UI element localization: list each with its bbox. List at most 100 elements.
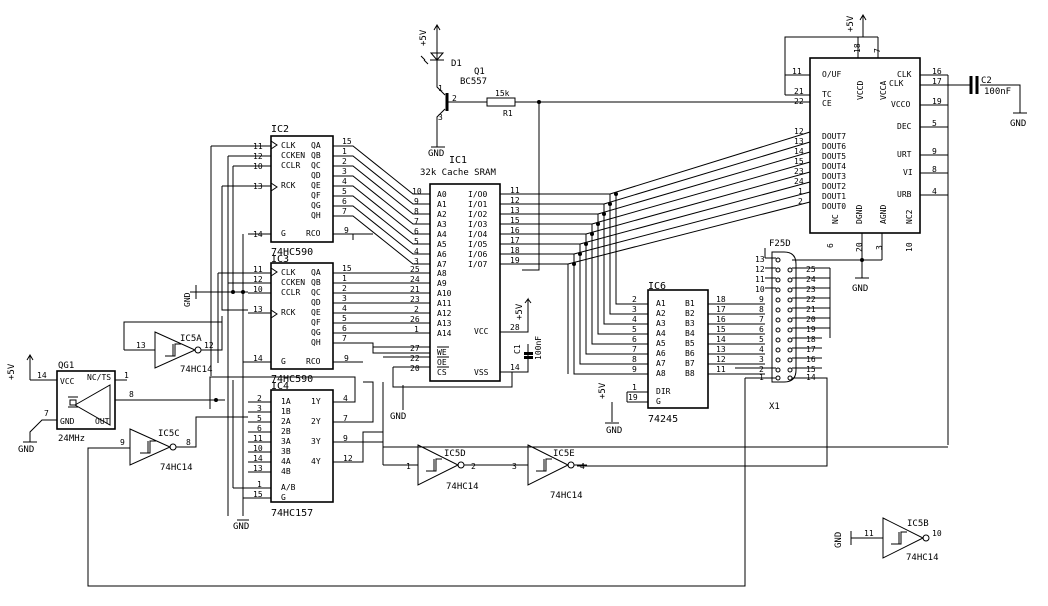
ic6-b-nums: 18 17 16 15 14 13 12 11: [716, 295, 726, 374]
dac-num-20: 20: [855, 242, 864, 252]
ic4-num-6: 6: [257, 424, 262, 433]
qg1-num-7: 7: [44, 409, 49, 418]
dac-pin-vcco: VCCO: [891, 100, 910, 109]
dac-right-nums: 16 17 19 5 9 8 4: [932, 67, 942, 196]
ic6-pin-a1: A1: [656, 299, 666, 308]
ic1-num-io7: 19: [510, 256, 520, 265]
q1-type: BC557: [460, 77, 487, 87]
ic4-pin-1b: 1B: [281, 407, 291, 416]
dac-body: [809, 57, 921, 234]
dac-num-15: 15: [794, 157, 804, 166]
ic6-num-9: 9: [632, 365, 637, 374]
vcc-qg1-label: +5V: [7, 363, 17, 380]
ic1-num-cs: 20: [410, 364, 420, 373]
ic4-num-10: 10: [253, 444, 263, 453]
ic2-pin-qa: QA: [311, 141, 321, 150]
ic4-num-15: 15: [253, 490, 263, 499]
dac-num-24: 24: [794, 177, 804, 186]
ic3-num-12: 12: [253, 275, 263, 284]
ic1-pin-io3: I/O3: [468, 220, 487, 229]
ic2-pin-g: G: [281, 229, 286, 238]
ic6-body: [647, 289, 709, 409]
ic5b-inverter: IC5B 74HC14 11 10 GND: [834, 517, 942, 563]
ic4-pin-1y: 1Y: [311, 397, 321, 406]
ic6-num-14: 14: [716, 335, 726, 344]
ic1-pin-we: WE: [437, 348, 447, 357]
ic2-pin-qf: QF: [311, 191, 321, 200]
dac-pin-urt: URT: [897, 150, 912, 159]
ic3-num-3: 3: [342, 294, 347, 303]
qg1-pin-ncts: NC/TS: [87, 373, 111, 382]
conn-l8: 8: [759, 305, 764, 314]
conn-r21: 21: [806, 305, 816, 314]
ic5d-inverter: IC5D 74HC14 1 2: [382, 382, 528, 492]
ic3-pin-qc: QC: [311, 288, 321, 297]
ic1-num-io1: 12: [510, 196, 520, 205]
dac-pin-tc: TC: [822, 90, 832, 99]
ic1-num-a0: 10: [412, 187, 422, 196]
dac-num-6: 6: [826, 243, 835, 248]
ic1-num-a7: 3: [414, 257, 419, 266]
ic2-pin-qd: QD: [311, 171, 321, 180]
ic3-pin-qe: QE: [311, 308, 321, 317]
ic6-num-17: 17: [716, 305, 726, 314]
conn-r23: 23: [806, 285, 816, 294]
ic5e-pin-in: 3: [512, 462, 517, 471]
ic4-num-11: 11: [253, 434, 263, 443]
ic4-in-pins: 1A 1B 2A 2B 3A 3B 4A 4B: [281, 397, 291, 476]
ic1-pin-io4: I/O4: [468, 230, 487, 239]
ic4-num-9: 9: [343, 434, 348, 443]
ic6-pin-a7: A7: [656, 359, 666, 368]
vcc-ic1-label: +5V: [515, 303, 525, 320]
ic5b-type: 74HC14: [906, 553, 939, 563]
conn-l2: 2: [759, 365, 764, 374]
ic1-num-io5: 17: [510, 236, 520, 245]
conn-r22: 22: [806, 295, 816, 304]
ic1-addr-nums: 10 9 8 7 6 5 4 3 25 24 21 23 2 26 1: [410, 187, 422, 334]
ic3-pin-cclr: CCLR: [281, 288, 300, 297]
conn-l9: 9: [759, 295, 764, 304]
ic4-num-3: 3: [257, 404, 262, 413]
ic1-pin-a4: A4: [437, 230, 447, 239]
ic6-num-7: 7: [632, 345, 637, 354]
ic1-num-a1: 9: [414, 197, 419, 206]
ic1-num-vss: 14: [510, 363, 520, 372]
gnd-ic4: GND: [233, 522, 249, 532]
ic3-pin-qf: QF: [311, 318, 321, 327]
ic3-pin-g: G: [281, 357, 286, 366]
c1-value: 100nF: [534, 336, 543, 360]
ic2-pin-qb: QB: [311, 151, 321, 160]
ic5d-type: 74HC14: [446, 482, 479, 492]
r1-body: [486, 97, 516, 107]
ic1-ref: IC1: [449, 155, 467, 166]
connector-left-nums: 13 12 11 10 9 8 7 6 5 4 3 2 1: [755, 255, 765, 382]
gnd-dac: GND: [852, 284, 868, 294]
dac-num-19: 19: [932, 97, 942, 106]
q1-pin-2: 2: [452, 94, 457, 103]
ic3-num-2: 2: [342, 284, 347, 293]
ic4-type: 74HC157: [271, 508, 313, 519]
ic6-pin-a6: A6: [656, 349, 666, 358]
ic5a-pin-in: 13: [136, 341, 146, 350]
ic3-num-11: 11: [253, 265, 263, 274]
ic6-pin-a8: A8: [656, 369, 666, 378]
dac-num-16: 16: [932, 67, 942, 76]
conn-l5: 5: [759, 335, 764, 344]
ic6-b-pins: B1 B2 B3 B4 B5 B6 B7 B8: [685, 299, 695, 378]
ic6-pin-b7: B7: [685, 359, 695, 368]
dac-din-nums: 12 13 14 15 23 24 1 2: [794, 127, 804, 206]
vcc-dac-label: +5V: [846, 15, 856, 32]
ic1-num-io4: 16: [510, 226, 520, 235]
ic4-ref: IC4: [271, 381, 289, 392]
ic1-pin-io6: I/O6: [468, 250, 487, 259]
connector-right-nums: 25 24 23 22 21 20 19 18 17 16 15 14: [806, 265, 816, 382]
ic6-num-4: 4: [632, 315, 637, 324]
dac-pin-agnd: AGND: [879, 205, 888, 224]
ic3-pin-qh: QH: [311, 338, 321, 347]
ic3-num-15: 15: [342, 264, 352, 273]
ic6-num-13: 13: [716, 345, 726, 354]
ic3-num-4: 4: [342, 304, 347, 313]
ic6-pin-b5: B5: [685, 339, 695, 348]
dac-right-pins: CLK CLK VCCO DEC URT VI URB: [889, 70, 913, 199]
